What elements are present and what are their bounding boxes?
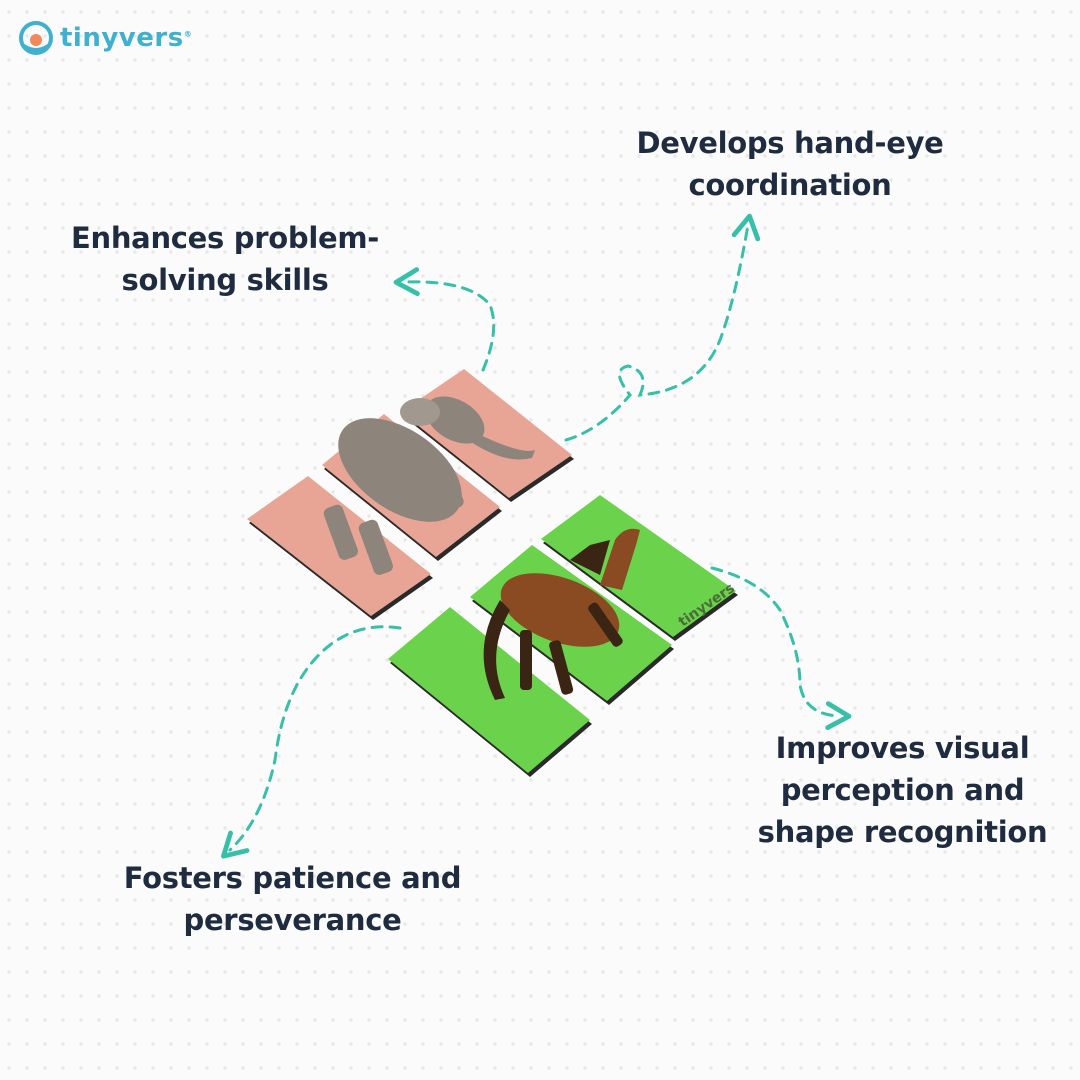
horse-puzzle: tinyvers (388, 495, 738, 777)
benefit-patience: Fosters patience and perseverance (123, 861, 462, 937)
benefit-problem-solving: Enhances problem-solving skills (70, 221, 380, 297)
benefit-visual-perception: Improves visual perception and shape rec… (757, 731, 1048, 849)
benefit-hand-eye: Develops hand-eye coordination (636, 126, 944, 202)
arrow-to-problem-solving (393, 267, 496, 372)
brand-name: tinyvers® (60, 23, 193, 53)
logo-icon (19, 21, 53, 55)
horse-piece-top (541, 495, 738, 641)
horse-piece-bottom (388, 607, 592, 777)
elephant-icon (323, 396, 535, 575)
brand-logo: tinyvers® (18, 20, 192, 56)
arrow-to-visual-perception (710, 566, 852, 731)
arrow-to-hand-eye (564, 213, 761, 442)
arrow-to-patience (221, 625, 402, 859)
horse-icon (483, 528, 640, 700)
elephant-puzzle (247, 369, 574, 620)
